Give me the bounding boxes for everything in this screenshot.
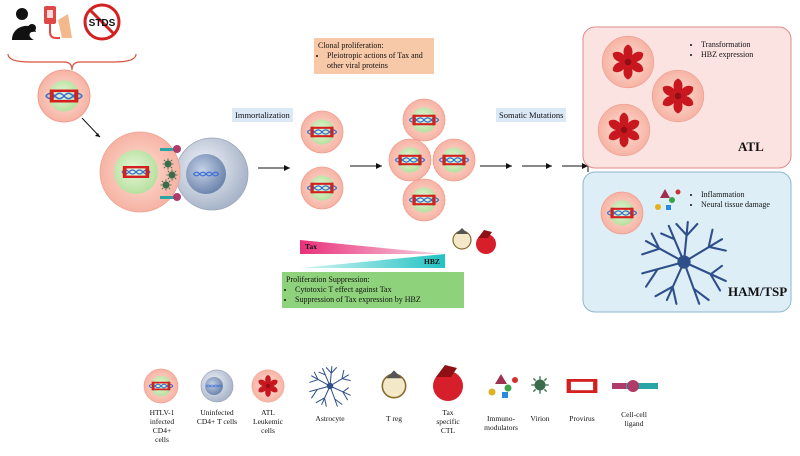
legend-label-ctl: Tax specific CTL xyxy=(436,408,460,435)
treg-near-gradient xyxy=(452,227,472,250)
leukemic-cell-1 xyxy=(602,36,654,88)
legend-virion-icon xyxy=(530,375,550,395)
ham-immunomodulators xyxy=(655,189,681,210)
suppression-bullet-2: Suppression of Tax expression by HBZ xyxy=(295,295,460,305)
legend-ctl-icon xyxy=(433,365,463,401)
legend-uninfected-cell-icon xyxy=(200,369,234,403)
legend-icons xyxy=(144,365,658,407)
legend-infected-cell-icon xyxy=(144,369,178,403)
clonal-title: Clonal proliferation: xyxy=(318,41,384,50)
ham-infected-cell xyxy=(601,192,643,234)
legend-label-immunomodulators: Immuno-modulators xyxy=(484,414,518,432)
proliferation-suppression-box: Proliferation Suppression: Cytotoxic T e… xyxy=(282,272,464,308)
stds-label: STDS xyxy=(89,18,116,29)
legend-label-astrocyte: Astrocyte xyxy=(315,414,345,423)
legend-label-provirus: Provirus xyxy=(569,414,595,423)
ham-bullet-2: Neural tissue damage xyxy=(701,200,788,210)
immortalization-label: Immortalization xyxy=(232,108,293,122)
cell-cell-ligands xyxy=(160,145,181,201)
tax-gradient-bar xyxy=(300,240,445,254)
atl-bullet-1: Transformation xyxy=(701,40,788,50)
ham-bullets: Inflammation Neural tissue damage xyxy=(692,190,788,210)
legend-immunomodulators-icon xyxy=(488,374,518,398)
leukemic-cell-2 xyxy=(652,70,704,122)
transmission-bracket xyxy=(7,53,137,71)
legend-provirus-icon xyxy=(565,377,599,395)
suppression-title: Proliferation Suppression: xyxy=(286,275,370,284)
suppression-bullet-1: Cytotoxic T effect against Tax xyxy=(295,285,460,295)
ctl-near-gradient xyxy=(476,230,496,254)
ham-bullet-1: Inflammation xyxy=(701,190,788,200)
legend-label-uninfected: Uninfected CD4+ T cells xyxy=(196,408,238,426)
tax-label: Tax xyxy=(305,242,317,251)
uninfected-cd4-cell xyxy=(175,137,249,211)
legend-ligand-icon xyxy=(612,380,658,392)
legend-label-virion: Virion xyxy=(530,414,550,423)
no-stds-icon xyxy=(83,3,121,41)
legend-label-ligand: Cell-cell ligand xyxy=(621,410,647,428)
infected-cell-contact xyxy=(99,131,181,213)
legend-treg-icon xyxy=(381,369,407,399)
hbz-label: HBZ xyxy=(424,257,440,266)
legend-astrocyte-icon xyxy=(309,366,351,407)
mother-breastfeeding-icon xyxy=(12,8,36,40)
somatic-mutations-label: Somatic Mutations xyxy=(496,108,567,122)
clonal-cell-cluster xyxy=(389,99,475,221)
legend-label-infected: HTLV-1 infected CD4+ cells xyxy=(149,408,175,444)
arrow-initial xyxy=(81,117,101,138)
immortalized-cell-1 xyxy=(301,111,343,153)
atl-bullet-2: HBZ expression xyxy=(701,50,788,60)
immortalized-cell-2 xyxy=(301,167,343,209)
hbz-gradient-bar xyxy=(300,254,445,268)
ham-title: HAM/TSP xyxy=(728,284,788,299)
legend-label-treg: T reg xyxy=(386,414,402,423)
atl-title: ATL xyxy=(738,139,764,154)
clonal-proliferation-box: Clonal proliferation: Pleiotropic action… xyxy=(314,38,434,74)
legend-label-leukemic: ATL Leukemic cells xyxy=(253,408,283,435)
leukemic-cell-3 xyxy=(598,104,650,156)
initial-infected-cell xyxy=(38,70,90,122)
blood-transfusion-icon xyxy=(44,6,72,39)
atl-bullets: Transformation HBZ expression xyxy=(692,40,788,60)
legend-leukemic-cell-icon xyxy=(252,370,284,402)
clonal-bullet: Pleiotropic actions of Tax and other vir… xyxy=(327,51,430,71)
